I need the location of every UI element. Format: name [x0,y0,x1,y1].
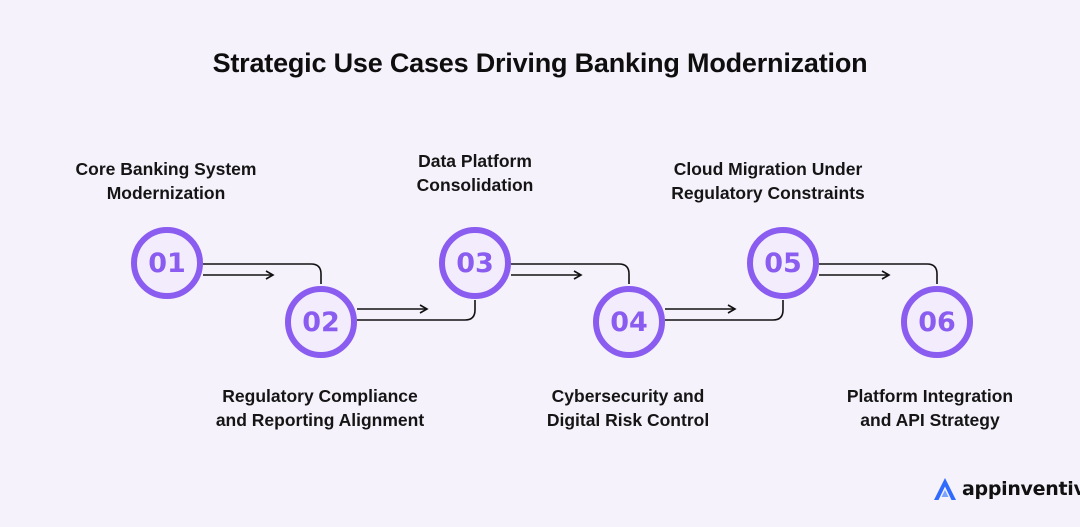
step-label-04-line-2: Digital Risk Control [546,410,710,430]
step-label-05-line-1: Cloud Migration Under [673,159,863,179]
step-label-01-line-2: Modernization [106,183,226,203]
brand-name: appinventiv [962,478,1080,500]
step-label-06-line-2: and API Strategy [860,410,1000,430]
step-number-04: 04 [593,286,665,358]
step-label-04: Cybersecurity and Digital Risk Control [498,384,758,432]
step-label-02-line-2: and Reporting Alignment [215,410,425,430]
connector-05-06 [819,263,938,284]
step-number-03: 03 [439,227,511,299]
step-label-05-line-2: Regulatory Constraints [671,183,865,203]
connector-04-05 [665,300,784,321]
brand-logo: appinventiv [932,476,1080,502]
step-label-06: Platform Integration and API Strategy [800,384,1060,432]
connector-01-02 [203,263,322,284]
step-label-01: Core Banking System Modernization [36,157,296,205]
page-title: Strategic Use Cases Driving Banking Mode… [212,48,868,78]
step-number-05: 05 [747,227,819,299]
connector-03-04 [511,263,630,284]
step-label-02: Regulatory Compliance and Reporting Alig… [190,384,450,432]
step-number-01: 01 [131,227,203,299]
step-label-03: Data Platform Consolidation [345,149,605,197]
step-number-02: 02 [285,286,357,358]
step-number-06: 06 [901,286,973,358]
appinventiv-logo-icon [934,478,956,500]
step-label-05: Cloud Migration Under Regulatory Constra… [638,157,898,205]
step-label-02-line-1: Regulatory Compliance [222,386,418,406]
connector-02-03 [357,300,476,321]
step-label-03-line-1: Data Platform [418,151,532,171]
step-label-06-line-1: Platform Integration [846,386,1014,406]
step-label-03-line-2: Consolidation [416,175,534,195]
step-label-01-line-1: Core Banking System [75,159,257,179]
step-label-04-line-1: Cybersecurity and [551,386,705,406]
